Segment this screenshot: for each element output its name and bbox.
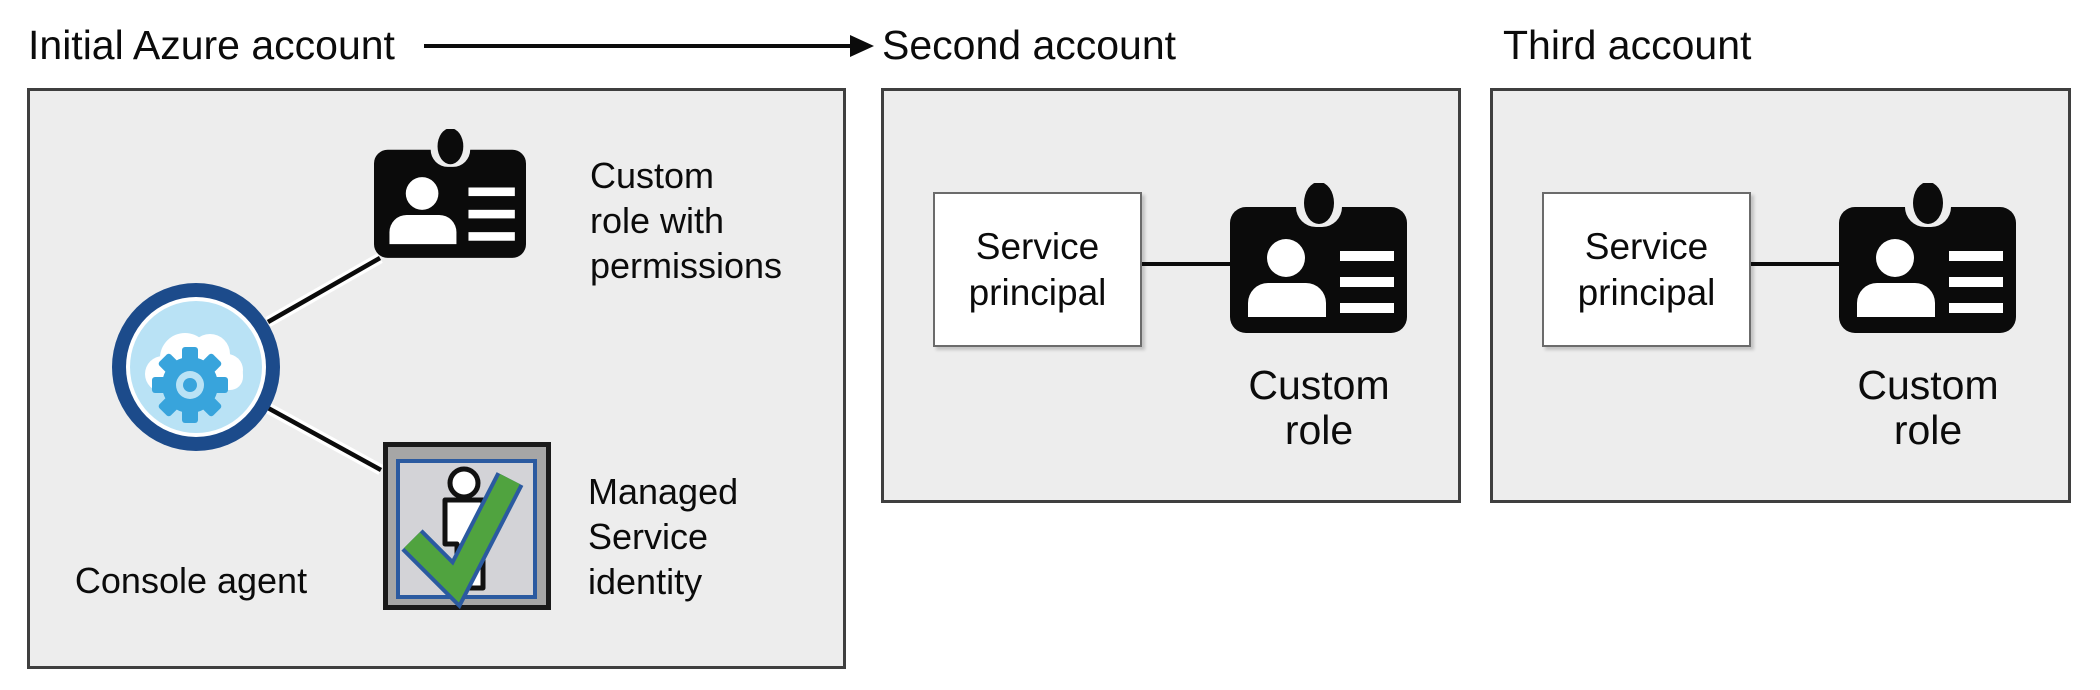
connector-line <box>1751 262 1839 266</box>
id-badge-icon <box>1839 183 2016 333</box>
managed-service-identity-label: Managed Service identity <box>588 471 739 602</box>
third-account-title: Third account <box>1503 22 1752 68</box>
connector-line <box>1142 262 1230 266</box>
console-agent-icon <box>112 283 280 451</box>
managed-service-identity-icon <box>383 442 551 610</box>
third-account-box: Service principal Custom role <box>1490 88 2071 503</box>
flow-arrow-icon <box>424 35 874 57</box>
second-account-box: Service principal Custom role <box>881 88 1461 503</box>
gear-shape <box>152 347 228 423</box>
service-principal-box: Service principal <box>933 192 1142 347</box>
id-badge-icon <box>374 129 526 258</box>
initial-account-title: Initial Azure account <box>28 22 395 68</box>
check-mark <box>401 472 524 610</box>
second-account-title: Second account <box>882 22 1177 68</box>
id-badge-icon <box>1230 183 1407 333</box>
initial-account-box: Console agent Custom role with permissio… <box>27 88 846 669</box>
custom-role-with-permissions-label: Custom role with permissions <box>590 155 783 286</box>
custom-role-label: Custom role <box>1248 362 1390 453</box>
console-agent-label: Console agent <box>74 560 308 601</box>
custom-role-label: Custom role <box>1857 362 1999 453</box>
service-principal-box: Service principal <box>1542 192 1751 347</box>
connector-lines <box>265 253 384 475</box>
